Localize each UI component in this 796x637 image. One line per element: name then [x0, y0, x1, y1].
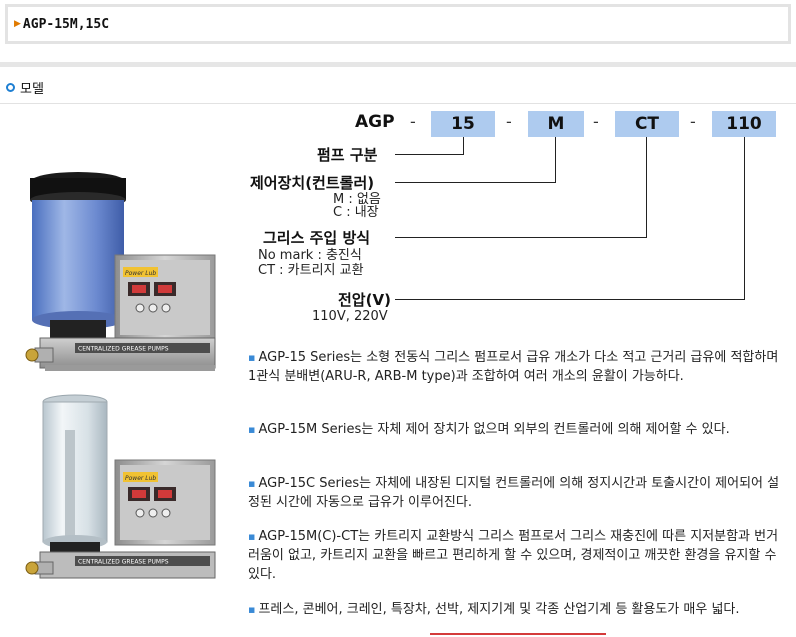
square-bullet-icon: ▪	[248, 530, 256, 543]
label-controller: 제어장치(컨트롤러)	[250, 174, 375, 192]
description-paragraph: ▪AGP-15C Series는 자체에 내장된 디지털 컨트롤러에 의해 정지…	[248, 476, 780, 510]
code-part-pump: 15	[431, 111, 495, 137]
leader-line	[463, 137, 464, 155]
circle-bullet-icon	[6, 83, 15, 92]
leader-line	[395, 154, 464, 155]
description-paragraph: ▪AGP-15M Series는 자체 제어 장치가 없으며 외부의 컨트롤러에…	[248, 422, 730, 437]
square-bullet-icon: ▪	[248, 477, 256, 490]
controller-option: C : 내장	[333, 205, 379, 220]
product-image-pump-clear: Power Lub CENTRALIZED GREASE PUMPS	[25, 394, 216, 579]
leader-line	[395, 299, 745, 300]
separator-bar	[0, 62, 796, 67]
label-pump-type: 펌프 구분	[317, 146, 378, 164]
leader-line	[555, 137, 556, 183]
title-arrow-icon: ▶	[14, 19, 21, 29]
code-part-voltage: 110	[712, 111, 776, 137]
description-paragraph: ▪프레스, 콘베어, 크레인, 특장차, 선박, 제지기계 및 각종 산업기계 …	[248, 602, 740, 617]
panel-logo: Power Lub	[125, 270, 156, 277]
square-bullet-icon: ▪	[248, 351, 256, 364]
code-dash: -	[690, 112, 696, 131]
page-title-box: ▶ AGP-15M,15C	[5, 4, 791, 44]
square-bullet-icon: ▪	[248, 603, 256, 616]
product-image-pump-blue: Power Lub CENTRALIZED GREASE PUMPS	[25, 172, 216, 371]
method-option: No mark : 충진식	[258, 248, 362, 263]
code-part-method: CT	[615, 111, 679, 137]
pump-label-strip: CENTRALIZED GREASE PUMPS	[78, 346, 169, 353]
label-voltage: 전압(V)	[338, 291, 391, 309]
code-part-controller: M	[528, 111, 584, 137]
code-dash: -	[410, 112, 416, 131]
code-dash: -	[506, 112, 512, 131]
code-dash: -	[593, 112, 599, 131]
leader-line	[646, 137, 647, 238]
page-title: AGP-15M,15C	[22, 16, 110, 32]
square-bullet-icon: ▪	[248, 423, 256, 436]
panel-logo: Power Lub	[125, 475, 156, 482]
model-prefix: AGP	[355, 112, 395, 132]
pump-label-strip: CENTRALIZED GREASE PUMPS	[78, 559, 169, 566]
voltage-value: 110V, 220V	[312, 309, 388, 324]
section-title: 모델	[20, 82, 44, 97]
leader-line	[395, 182, 556, 183]
leader-line	[395, 237, 647, 238]
section-header: 모델	[6, 78, 44, 97]
leader-line	[744, 137, 745, 300]
description-paragraph: ▪AGP-15 Series는 소형 전동식 그리스 펌프로서 급유 개소가 다…	[248, 350, 779, 384]
description-paragraph: ▪AGP-15M(C)-CT는 카트리지 교환방식 그리스 펌프로서 그리스 재…	[248, 529, 779, 582]
label-grease-method: 그리스 주입 방식	[263, 229, 371, 247]
controller-option: M : 없음	[333, 192, 381, 207]
method-option: CT : 카트리지 교환	[258, 263, 364, 278]
section-divider	[0, 103, 796, 104]
red-underline	[430, 633, 606, 635]
model-code-diagram: AGP - 15 - M - CT - 110 펌프 구분 제어장치(컨트롤러)…	[250, 108, 790, 338]
